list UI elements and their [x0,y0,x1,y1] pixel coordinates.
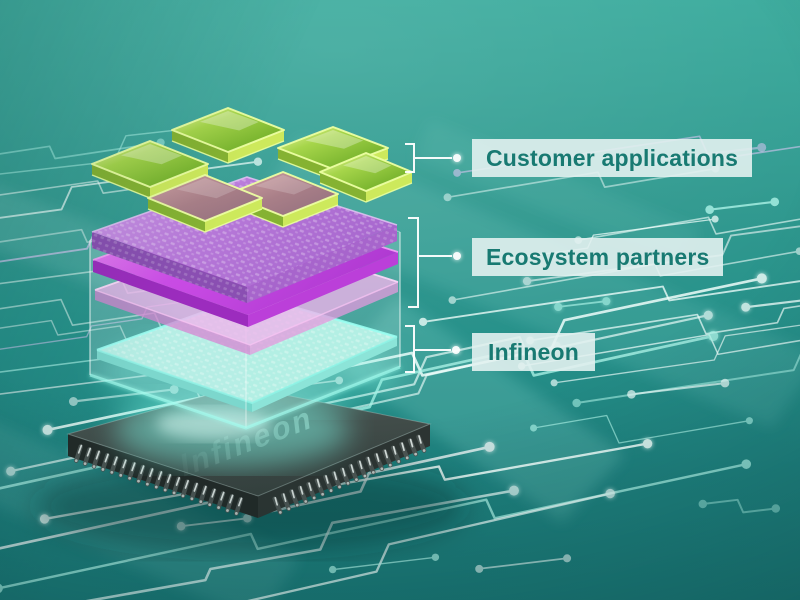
chip-pin [340,467,351,486]
customer-tile [147,174,263,233]
callout-ecosystem-partners: Ecosystem partners [472,238,724,276]
callout-connectors [405,143,461,373]
chip-pin [189,482,199,501]
chip-pin [225,494,235,513]
chip-pin [207,488,217,507]
connector-customer-applications [405,143,461,173]
chip-pin [145,467,155,487]
chip-pin [234,496,244,516]
chip-pin [306,481,317,501]
chip-pin [382,449,393,468]
chip-pin [399,441,410,461]
callout-customer-applications: Customer applications [472,139,753,177]
callout-infineon: Infineon [472,333,596,371]
circuit-trace [530,414,753,444]
chip-pin [171,476,181,496]
chip-pin [297,485,308,504]
circuit-trace [705,197,780,215]
connector-infineon [405,325,460,373]
chip-pin [127,461,137,481]
chip-pin [100,453,110,472]
chip-pin [109,455,119,475]
chip-pin [314,478,325,497]
connector-ecosystem-partners [408,217,461,308]
chip-pin [348,463,359,482]
chip-pin [180,479,190,499]
customer-tile [91,140,209,199]
chip-pin [365,456,376,475]
chip-stack-illustration: Infineon [35,107,465,552]
chip-pin [82,447,92,466]
customer-tile [319,152,413,203]
chip-pin [74,444,83,463]
circuit-trace [247,488,615,600]
chip-pin [216,491,226,510]
circuit-trace [550,324,800,387]
chip-pin [331,470,342,490]
chip-pin [91,450,101,469]
chip-glow-core [156,408,272,440]
chip-pin [323,474,334,493]
chip-pin [390,445,401,464]
circuit-trace [554,297,611,312]
chip-pin [357,460,368,479]
chip-pins [74,434,427,516]
circuit-trace [627,378,730,399]
chip-pin [407,438,418,457]
circuit-trace [328,553,440,574]
chip-pin [280,492,291,511]
circuit-trace [741,299,800,312]
chip-pin [154,470,164,490]
circuit-trace [698,498,781,514]
chip-pin [272,496,283,515]
circuit-trace [418,280,800,327]
chip-pin [198,485,208,504]
chip-pin [373,452,385,471]
chip-pin [416,434,427,453]
chip-pin [118,458,128,478]
chip-pin [162,473,172,493]
chip-pin [289,489,300,508]
chip-pin [136,464,146,484]
customer-tile [171,107,285,164]
circuit-trace [475,554,572,573]
customer-application-tiles [91,107,413,233]
